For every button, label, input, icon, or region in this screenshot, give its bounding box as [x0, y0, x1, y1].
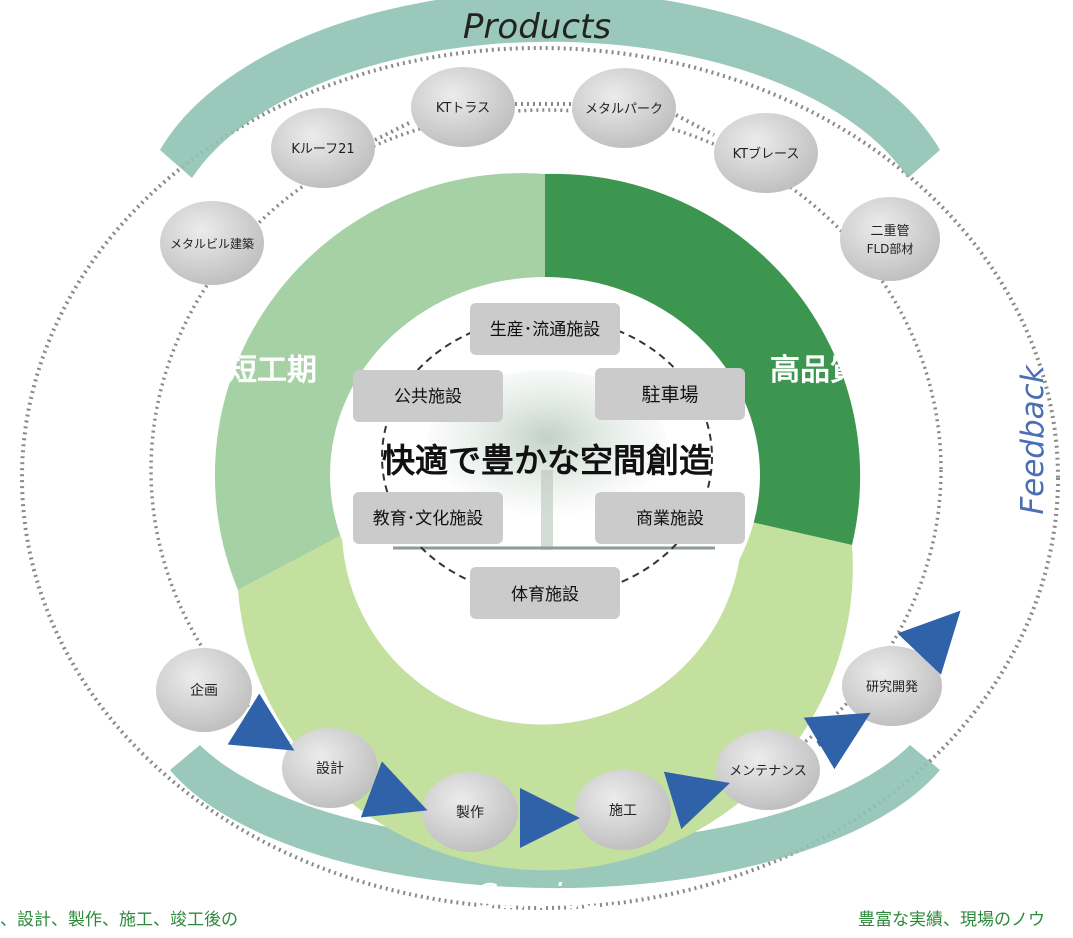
product-node-k-roof: Kルーフ21	[271, 108, 375, 188]
facility-box-commercial: 商業施設	[595, 492, 745, 544]
service-node-planning: 企画	[156, 648, 252, 732]
product-node-double-pipe: 二重管 FLD部材	[840, 197, 940, 281]
flow-arrows	[227, 610, 961, 848]
center-title: 快適で豊かな空間創造	[382, 441, 712, 480]
svg-text:FLD部材: FLD部材	[867, 241, 914, 256]
center-dashed-ring	[381, 316, 713, 598]
svg-text:企画: 企画	[190, 682, 218, 699]
inner-dotted-orbit	[149, 108, 943, 832]
products-arc-band	[160, 0, 940, 178]
facility-box-sports: 体育施設	[470, 567, 620, 619]
svg-text:製作: 製作	[456, 805, 484, 821]
facility-label: 商業施設	[636, 509, 704, 529]
service-node-maintenance: メンテナンス	[716, 730, 820, 810]
segment-short-term	[214, 173, 546, 590]
svg-text:施工: 施工	[609, 803, 637, 819]
product-node-metal-park: メタルパーク	[572, 68, 676, 148]
svg-text:KTトラス: KTトラス	[436, 101, 490, 116]
svg-text:メンテナンス: メンテナンス	[729, 764, 807, 779]
facility-box-parking: 駐車場	[595, 368, 745, 420]
arrow-icon	[897, 610, 961, 675]
segment-label-high-quality: 高品質	[770, 353, 860, 388]
service-node-fabrication: 製作	[422, 772, 518, 852]
product-node-metal-building: メタルビル建築	[160, 201, 264, 285]
svg-text:二重管: 二重管	[870, 223, 909, 239]
facility-label: 生産･流通施設	[490, 320, 601, 340]
svg-text:メタルビル建築: メタルビル建築	[170, 236, 254, 251]
arrow-icon	[663, 771, 730, 830]
product-links	[374, 102, 715, 142]
svg-text:Kルーフ21: Kルーフ21	[291, 142, 354, 157]
product-node-kt-truss: KTトラス	[411, 67, 515, 147]
services-label: Services	[476, 877, 619, 917]
svg-text:設計: 設計	[316, 761, 344, 777]
facility-box-education: 教育･文化施設	[353, 492, 503, 544]
facility-label: 教育･文化施設	[373, 509, 484, 529]
service-node-construction: 施工	[575, 770, 671, 850]
facility-box-public: 公共施設	[353, 370, 503, 422]
arrow-icon	[227, 693, 295, 751]
outer-dotted-orbit	[20, 46, 1060, 910]
svg-text:研究開発: 研究開発	[866, 680, 918, 695]
svg-text:メタルパーク: メタルパーク	[585, 102, 663, 117]
facility-label: 体育施設	[511, 585, 579, 605]
service-node-design: 設計	[282, 728, 378, 808]
facility-label: 公共施設	[394, 387, 462, 407]
segment-label-short-term: 短工期	[227, 353, 317, 388]
services-arc-band	[170, 745, 940, 889]
feedback-label: Feedback	[1015, 364, 1051, 514]
facility-box-production: 生産･流通施設	[470, 303, 620, 355]
arrow-icon	[360, 761, 428, 818]
service-node-research: 研究開発	[842, 646, 942, 726]
segment-label-low-cost: 低コスト	[481, 677, 609, 715]
caption-bottom-left: 、設計、製作、施工、竣工後の	[0, 910, 238, 930]
segment-high-quality	[545, 173, 861, 545]
svg-text:KTブレース: KTブレース	[733, 146, 800, 162]
products-label: Products	[463, 7, 611, 47]
facility-label: 駐車場	[641, 384, 698, 406]
arrow-icon	[803, 712, 871, 770]
product-node-kt-brace: KTブレース	[714, 113, 818, 193]
caption-bottom-right: 豊富な実績、現場のノウ	[858, 910, 1045, 930]
